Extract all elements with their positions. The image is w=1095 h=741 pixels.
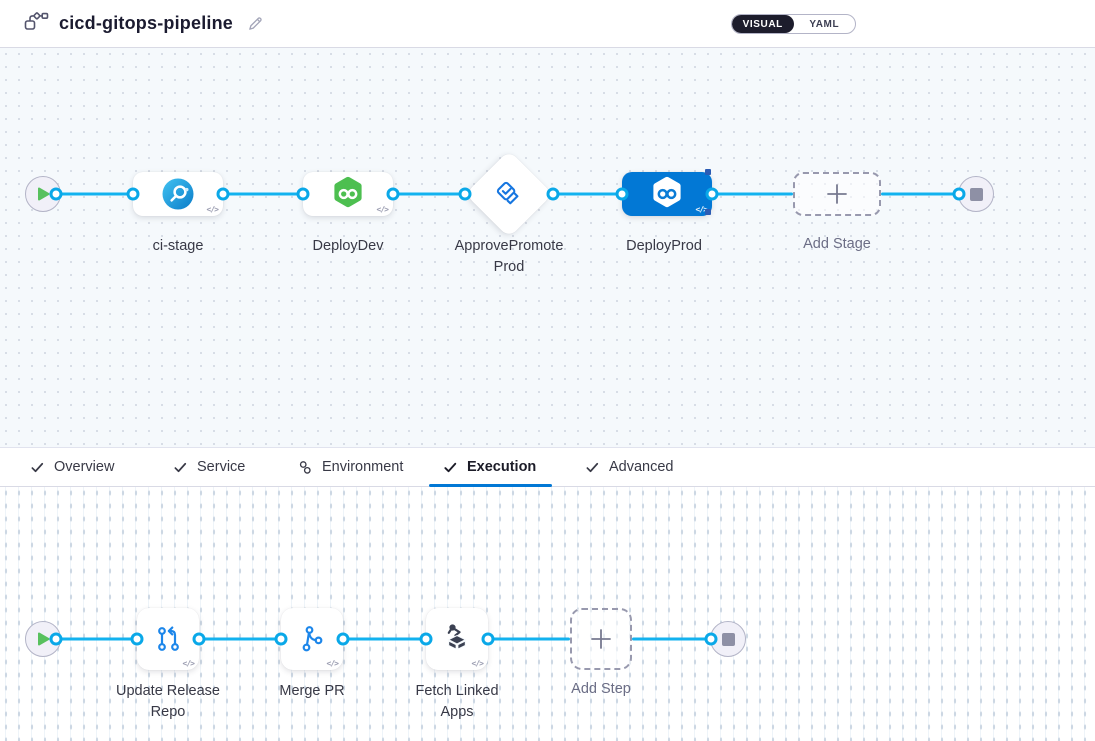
play-icon [37,187,50,201]
connector-port[interactable] [193,633,206,646]
stage-node-deploydev[interactable]: </> [303,172,393,216]
approval-icon [494,179,524,209]
check-icon [585,460,600,475]
git-update-icon [152,623,184,655]
check-icon [173,460,188,475]
connector-line [56,638,137,641]
connector-port[interactable] [131,633,144,646]
connector-port[interactable] [50,633,63,646]
toggle-visual-button[interactable]: VISUAL [732,15,794,33]
tab-service[interactable]: Service [173,448,245,486]
connector-line [881,193,959,196]
add-stage-button[interactable] [793,172,881,216]
connector-port[interactable] [953,188,966,201]
tab-label: Advanced [609,459,674,475]
tab-advanced[interactable]: Advanced [585,448,674,486]
execution-steps-canvas[interactable]: </> </> </> [0,487,1095,741]
tab-label: Execution [467,459,536,475]
connector-port[interactable] [616,188,629,201]
plus-icon [589,627,613,651]
connector-line [343,638,426,641]
step-label: Merge PR [279,681,344,702]
tab-environment[interactable]: Environment [298,448,403,486]
connector-port[interactable] [482,633,495,646]
connector-port[interactable] [217,188,230,201]
stage-pipeline-canvas[interactable]: </> </> </> [0,48,1095,447]
connector-line [632,638,711,641]
connector-line [56,193,133,196]
code-view-icon[interactable]: </> [207,205,218,214]
environment-circles-icon [298,460,313,475]
cd-deploy-icon [649,175,685,213]
add-step-button[interactable] [570,608,632,670]
step-node-merge-pr[interactable]: </> [281,608,343,670]
step-node-update-release-repo[interactable]: </> [137,608,199,670]
code-view-icon[interactable]: </> [472,659,483,668]
code-view-icon[interactable]: </> [377,205,388,214]
stage-label: ci-stage [153,236,204,257]
connector-port[interactable] [50,188,63,201]
stop-icon [722,633,735,646]
connector-port[interactable] [275,633,288,646]
play-icon [37,632,50,646]
tab-label: Overview [54,459,114,475]
connector-line [199,638,281,641]
tab-label: Environment [322,459,403,475]
connector-line [393,193,465,196]
step-label: Update Release Repo [103,681,233,723]
tab-overview[interactable]: Overview [30,448,114,486]
selection-handle[interactable] [705,169,711,175]
stage-config-tabs: Overview Service Environment Execution A… [0,447,1095,487]
check-icon [30,460,45,475]
add-step-label: Add Step [571,679,631,700]
stage-node-approvepromoteprod[interactable] [465,150,553,238]
git-merge-icon [296,623,328,655]
code-view-icon[interactable]: </> [327,659,338,668]
step-label: Fetch Linked Apps [402,681,512,723]
stage-node-ci-stage[interactable]: </> [133,172,223,216]
tab-label: Service [197,459,245,475]
check-icon [443,460,458,475]
stage-label: ApprovePromoteProd [450,236,568,278]
connector-port[interactable] [705,633,718,646]
stage-label: DeployProd [626,236,702,257]
pipeline-graph-icon [24,11,49,37]
step-node-fetch-linked-apps[interactable]: </> [426,608,488,670]
add-stage-label: Add Stage [803,234,871,255]
connector-port[interactable] [547,188,560,201]
connector-port[interactable] [459,188,472,201]
connector-port[interactable] [127,188,140,201]
cd-deploy-icon [330,175,366,213]
ci-build-icon [161,177,195,211]
edit-pipeline-name-icon[interactable] [247,15,264,32]
connector-port[interactable] [420,633,433,646]
plus-icon [825,182,849,206]
tab-execution[interactable]: Execution [443,448,536,486]
pipeline-title: cicd-gitops-pipeline [59,13,233,34]
connector-port[interactable] [387,188,400,201]
stage-label: DeployDev [313,236,384,257]
pipeline-header: cicd-gitops-pipeline VISUAL YAML [0,0,1095,48]
visual-yaml-toggle: VISUAL YAML [731,14,856,34]
toggle-yaml-button[interactable]: YAML [794,15,856,33]
selection-handle[interactable] [705,209,711,215]
stage-node-deployprod[interactable]: </> [622,172,712,216]
connector-line [223,193,303,196]
connector-port[interactable] [337,633,350,646]
connector-line [488,638,570,641]
code-view-icon[interactable]: </> [183,659,194,668]
connector-port[interactable] [297,188,310,201]
connector-port[interactable] [706,188,719,201]
fetch-linked-apps-icon [440,622,474,656]
stop-icon [970,188,983,201]
connector-line [712,193,793,196]
connector-line [553,193,622,196]
